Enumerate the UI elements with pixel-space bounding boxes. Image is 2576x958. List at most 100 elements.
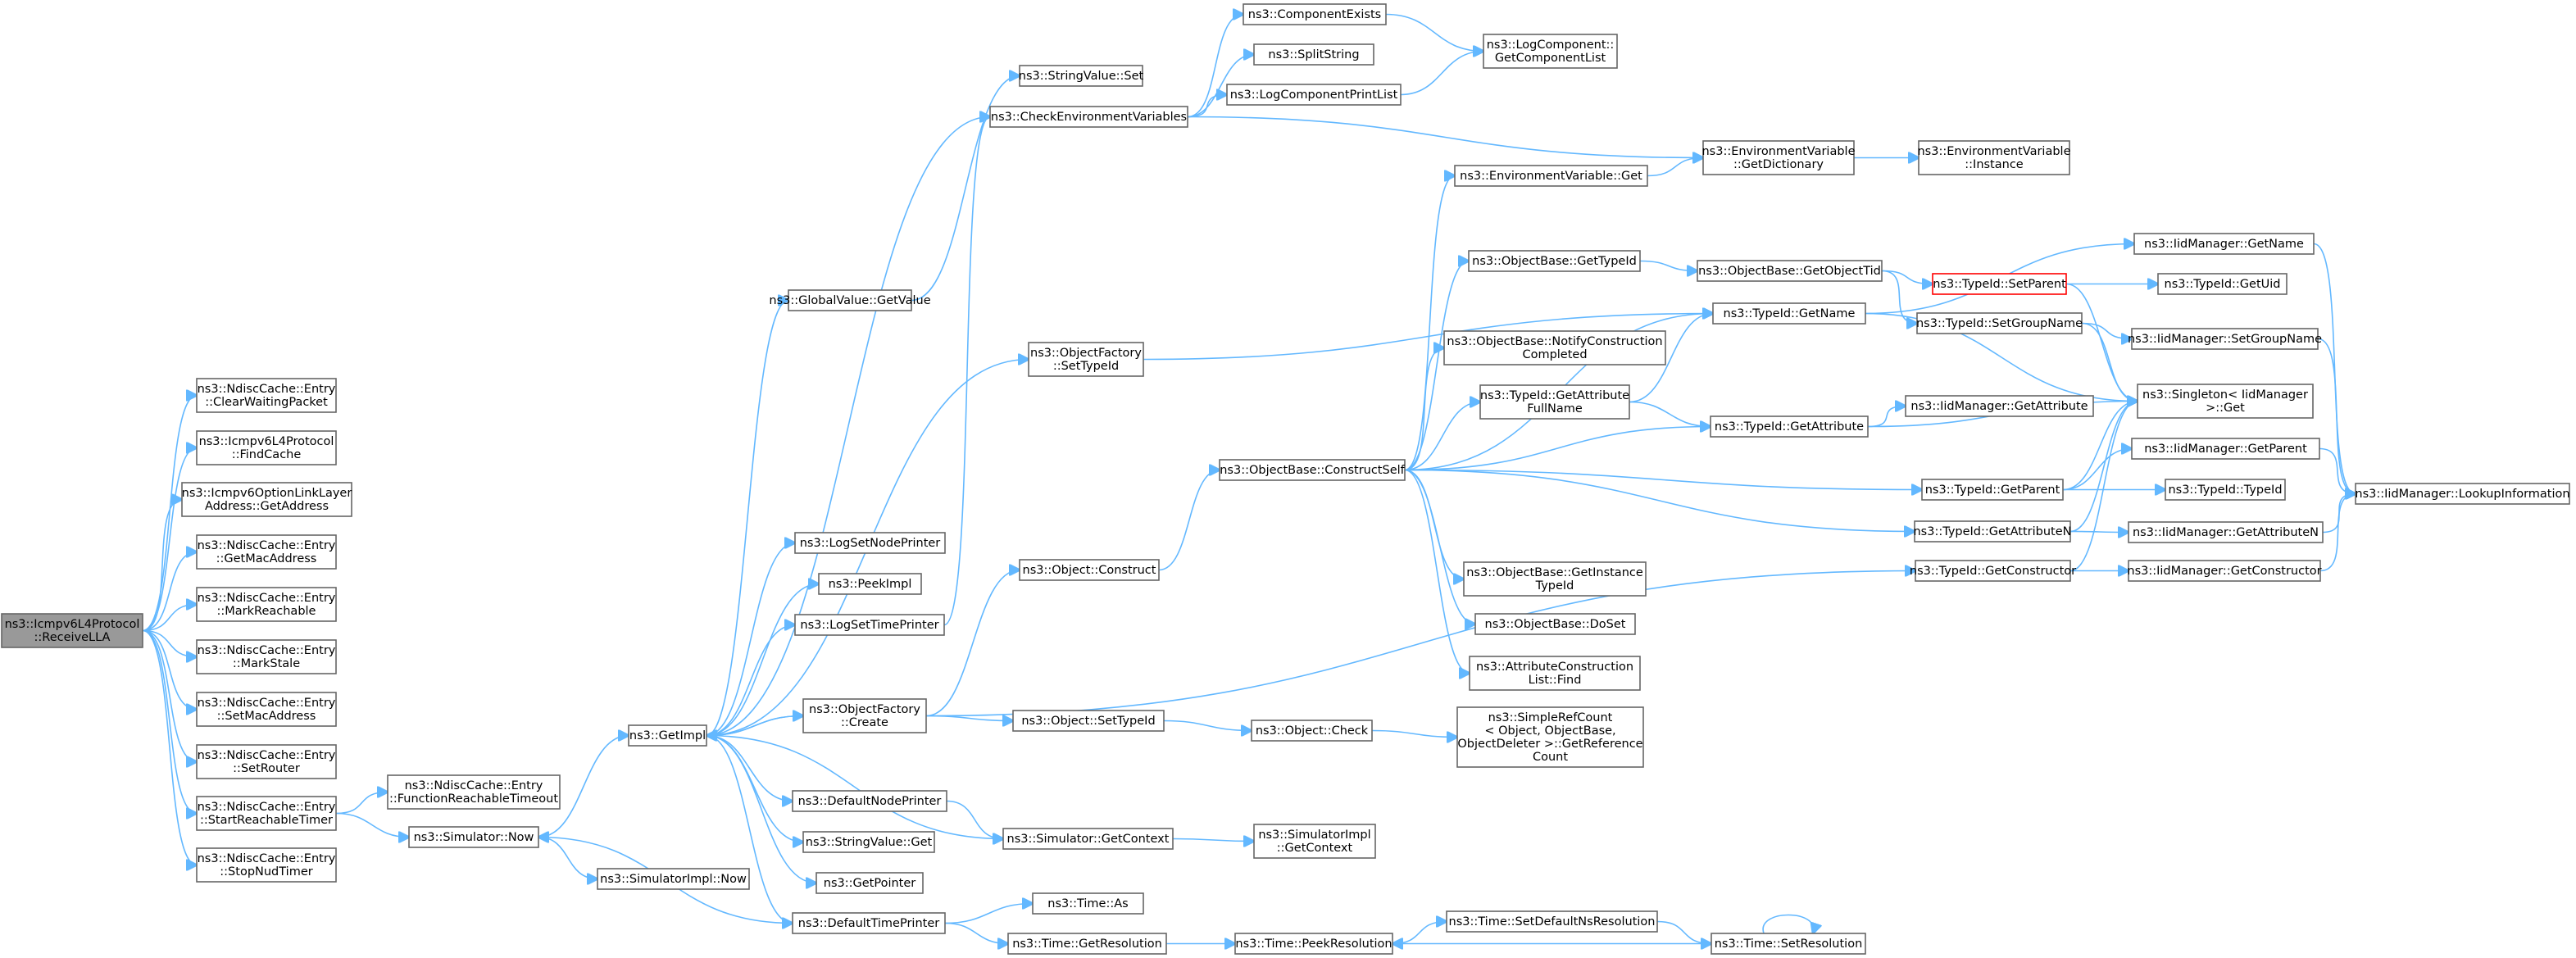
node-obGetTypeId[interactable]: ns3::ObjectBase::GetTypeId <box>1468 250 1641 272</box>
node-simImplGetCtx[interactable]: ns3::SimulatorImpl::GetContext <box>1253 824 1376 859</box>
node-label: ::MarkStale <box>233 657 300 670</box>
node-box <box>2133 233 2315 255</box>
node-label: ::FunctionReachableTimeout <box>389 792 558 806</box>
node-tidGetUid[interactable]: ns3::TypeId::GetUid <box>2157 273 2288 295</box>
node-label: ::SetMacAddress <box>217 710 316 723</box>
edge-checkEnv-compExists <box>1187 15 1243 118</box>
node-ofSetTypeId[interactable]: ns3::ObjectFactory::SetTypeId <box>1028 342 1144 377</box>
node-defNodePrinter[interactable]: ns3::DefaultNodePrinter <box>792 790 947 812</box>
node-objCheck[interactable]: ns3::Object::Check <box>1251 720 1373 742</box>
node-tidGetAttr[interactable]: ns3::TypeId::GetAttribute <box>1710 415 1869 438</box>
node-obDoSet[interactable]: ns3::ObjectBase::DoSet <box>1474 613 1636 635</box>
node-box <box>196 847 337 883</box>
node-label: ns3::IidManager::LookupInformation <box>2355 488 2569 501</box>
node-envInstance[interactable]: ns3::EnvironmentVariable::Instance <box>1917 140 2071 175</box>
node-checkEnv[interactable]: ns3::CheckEnvironmentVariables <box>989 106 1188 128</box>
node-label: Count <box>1533 751 1568 764</box>
node-gvGetValue[interactable]: ns3::GlobalValue::GetValue <box>769 289 931 311</box>
node-splitString[interactable]: ns3::SplitString <box>1253 43 1374 66</box>
node-obGetObjTid[interactable]: ns3::ObjectBase::GetObjectTid <box>1697 260 1883 282</box>
node-iidSetGroup[interactable]: ns3::IidManager::SetGroupName <box>2128 328 2322 350</box>
node-label: ns3::TypeId::TypeId <box>2168 484 2282 497</box>
node-peekImpl[interactable]: ns3::PeekImpl <box>818 573 922 595</box>
node-logSetNode[interactable]: ns3::LogSetNodePrinter <box>794 532 946 554</box>
node-objSetTypeId[interactable]: ns3::Object::SetTypeId <box>1012 710 1165 732</box>
node-box <box>2355 483 2570 505</box>
node-tidSetGroup[interactable]: ns3::TypeId::SetGroupName <box>1916 312 2083 334</box>
node-simImplNow[interactable]: ns3::SimulatorImpl::Now <box>597 868 750 890</box>
node-tidGetCtor[interactable]: ns3::TypeId::GetConstructor <box>1910 560 2076 582</box>
node-logCompPrint[interactable]: ns3::LogComponentPrintList <box>1226 84 1402 106</box>
node-label: ns3::Icmpv6OptionLinkLayer <box>182 487 352 500</box>
node-logCompGetList[interactable]: ns3::LogComponent::GetComponentList <box>1483 34 1618 69</box>
node-singletonGet[interactable]: ns3::Singleton< IidManager>::Get <box>2137 384 2314 419</box>
node-clearWaiting[interactable]: ns3::NdiscCache::Entry::ClearWaitingPack… <box>196 378 337 413</box>
node-svSet[interactable]: ns3::StringValue::Set <box>1019 65 1144 87</box>
node-simNow[interactable]: ns3::Simulator::Now <box>408 826 539 848</box>
edge-obGetObjTid-tidSetParent <box>1881 270 1933 284</box>
node-box <box>1243 3 1387 25</box>
node-tidGetName[interactable]: ns3::TypeId::GetName <box>1712 302 1866 325</box>
node-iidGetParent[interactable]: ns3::IidManager::GetParent <box>2131 438 2320 460</box>
node-envGetDict[interactable]: ns3::EnvironmentVariable::GetDictionary <box>1701 140 1856 175</box>
node-funcReach[interactable]: ns3::NdiscCache::Entry::FunctionReachabl… <box>387 774 561 810</box>
node-findCache[interactable]: ns3::Icmpv6L4Protocol::FindCache <box>196 430 337 465</box>
node-timeSetRes[interactable]: ns3::Time::SetResolution <box>1711 933 1866 955</box>
node-label: ns3::DefaultTimePrinter <box>798 917 939 930</box>
node-startReach[interactable]: ns3::NdiscCache::Entry::StartReachableTi… <box>196 796 337 831</box>
node-logSetTime[interactable]: ns3::LogSetTimePrinter <box>794 614 945 636</box>
node-obNotify[interactable]: ns3::ObjectBase::NotifyConstructionCompl… <box>1443 330 1666 365</box>
node-timeAs[interactable]: ns3::Time::As <box>1032 892 1144 915</box>
node-ofCreate[interactable]: ns3::ObjectFactory::Create <box>802 698 927 733</box>
edge-constructSelf-obNotify <box>1404 348 1444 471</box>
node-getPointer[interactable]: ns3::GetPointer <box>816 872 924 894</box>
node-box <box>196 744 337 779</box>
node-getMac[interactable]: ns3::NdiscCache::Entry::GetMacAddress <box>196 534 337 570</box>
node-iidGetCtor[interactable]: ns3::IidManager::GetConstructor <box>2127 560 2322 582</box>
node-setMac[interactable]: ns3::NdiscCache::Entry::SetMacAddress <box>196 692 337 727</box>
node-box <box>818 573 922 595</box>
node-tidTypeId[interactable]: ns3::TypeId::TypeId <box>2165 479 2286 501</box>
node-tidGetAttrN[interactable]: ns3::TypeId::GetAttributeN <box>1913 520 2072 543</box>
node-label: ns3::TypeId::GetConstructor <box>1910 565 2076 578</box>
node-objConstruct[interactable]: ns3::Object::Construct <box>1019 559 1160 581</box>
node-iidGetAttr[interactable]: ns3::IidManager::GetAttribute <box>1905 395 2094 417</box>
node-tidGetParent[interactable]: ns3::TypeId::GetParent <box>1921 479 2064 501</box>
edge-root-getAddress <box>142 500 182 632</box>
node-iidGetAttrN[interactable]: ns3::IidManager::GetAttributeN <box>2128 521 2324 543</box>
node-box <box>1226 84 1402 106</box>
node-root[interactable]: ns3::Icmpv6L4Protocol::ReceiveLLA <box>1 613 143 648</box>
node-iidLookup[interactable]: ns3::IidManager::LookupInformation <box>2355 483 2570 505</box>
node-svGet[interactable]: ns3::StringValue::Get <box>802 831 935 853</box>
edge-startReach-funcReach <box>335 792 388 815</box>
node-setRouter[interactable]: ns3::NdiscCache::Entry::SetRouter <box>196 744 337 779</box>
edge-checkEnv-splitString <box>1187 55 1254 118</box>
node-markStale[interactable]: ns3::NdiscCache::Entry::MarkStale <box>196 639 337 674</box>
node-getAddress[interactable]: ns3::Icmpv6OptionLinkLayerAddress::GetAd… <box>181 482 352 517</box>
node-label: ns3::EnvironmentVariable::Get <box>1460 170 1642 183</box>
node-tidSetParent[interactable]: ns3::TypeId::SetParent <box>1932 273 2067 295</box>
node-stopNud[interactable]: ns3::NdiscCache::Entry::StopNudTimer <box>196 847 337 883</box>
edge-root-setMac <box>142 629 197 710</box>
node-timeSetDefault[interactable]: ns3::Time::SetDefaultNsResolution <box>1446 910 1658 933</box>
node-box <box>792 912 946 934</box>
node-defTimePrinter[interactable]: ns3::DefaultTimePrinter <box>792 912 946 934</box>
node-compExists[interactable]: ns3::ComponentExists <box>1243 3 1387 25</box>
node-envGet[interactable]: ns3::EnvironmentVariable::Get <box>1454 165 1648 187</box>
node-simGetContext[interactable]: ns3::Simulator::GetContext <box>1002 828 1174 850</box>
node-constructSelf[interactable]: ns3::ObjectBase::ConstructSelf <box>1219 459 1406 481</box>
node-timePeekRes[interactable]: ns3::Time::PeekResolution <box>1234 933 1393 955</box>
node-label: TypeId <box>1535 579 1574 593</box>
edge-ofSetTypeId-tidGetName <box>1143 314 1713 361</box>
node-iidGetName[interactable]: ns3::IidManager::GetName <box>2133 233 2315 255</box>
node-getImpl[interactable]: ns3::GetImpl <box>628 724 707 747</box>
node-markReach[interactable]: ns3::NdiscCache::Entry::MarkReachable <box>196 587 337 622</box>
node-box <box>1921 479 2064 501</box>
node-box <box>2157 273 2288 295</box>
node-simpleRef[interactable]: ns3::SimpleRefCount< Object, ObjectBase,… <box>1456 706 1644 768</box>
node-timeGetRes[interactable]: ns3::Time::GetResolution <box>1007 933 1167 955</box>
node-label: ns3::LogSetNodePrinter <box>800 537 941 550</box>
